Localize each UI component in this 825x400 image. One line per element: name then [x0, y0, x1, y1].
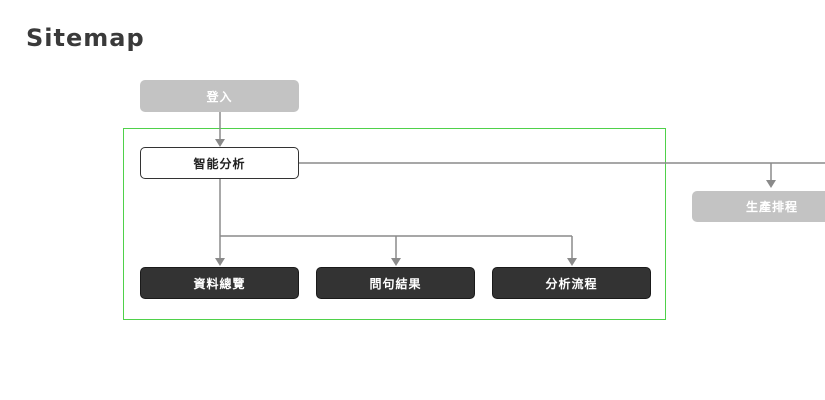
node-query-results[interactable]: 問句結果: [316, 267, 475, 299]
node-analysis-flow[interactable]: 分析流程: [492, 267, 651, 299]
smart-analysis-group-frame: [123, 128, 666, 320]
node-production-scheduling[interactable]: 生產排程: [692, 191, 825, 222]
arrowhead-analysis-flow: [567, 258, 577, 266]
arrowhead-smart-analysis: [215, 139, 225, 147]
arrowhead-production-scheduling: [766, 180, 776, 188]
page-title: Sitemap: [26, 24, 145, 52]
node-data-overview[interactable]: 資料總覽: [140, 267, 299, 299]
arrowhead-data-overview: [215, 258, 225, 266]
arrowhead-query-results: [391, 258, 401, 266]
node-login[interactable]: 登入: [140, 80, 299, 112]
node-smart-analysis[interactable]: 智能分析: [140, 147, 299, 179]
